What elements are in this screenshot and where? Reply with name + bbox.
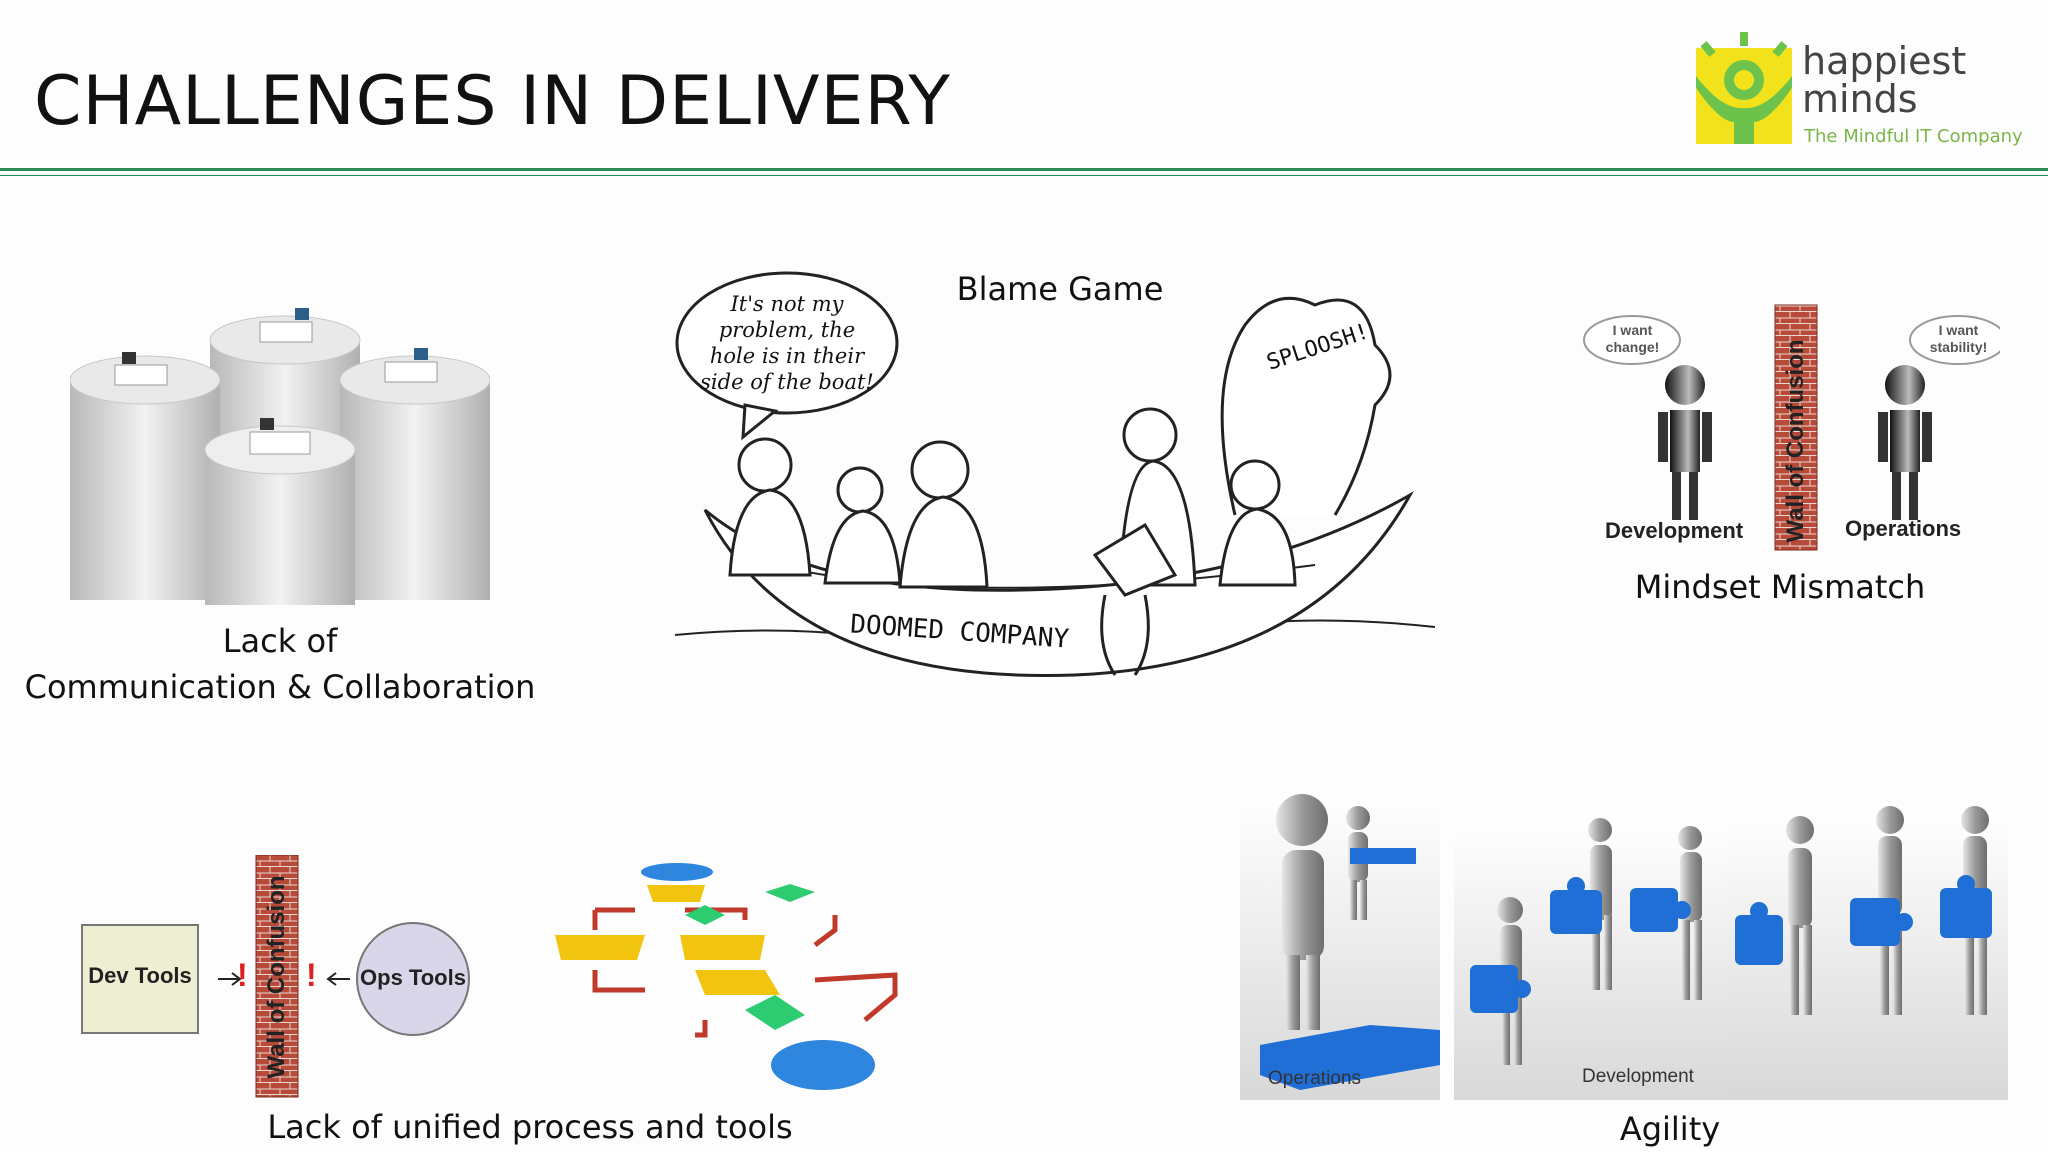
- silos-illustration: [69, 300, 491, 605]
- wall-label-mindset: Wall of Confusion: [1782, 339, 1809, 543]
- flowchart-icon: [555, 863, 898, 1090]
- flowchart-illustration: [555, 860, 915, 1100]
- alert-right-icon: !: [306, 957, 317, 993]
- dev-tools-box: Dev Tools: [88, 963, 192, 988]
- caption-process: Lack of unified process and tools: [267, 1108, 793, 1146]
- boat-cartoon: It's not my problem, the hole is in thei…: [674, 265, 1450, 695]
- bubble-change: I want change!: [1605, 322, 1660, 355]
- label-agility-development: Development: [1582, 1066, 1694, 1087]
- tools-wall-illustration: Dev Tools Ops Tools Wall of Confusion ! …: [80, 854, 480, 1100]
- logo-line2: minds: [1802, 77, 1918, 121]
- speech-bubble-text: It's not my problem, the hole is in thei…: [700, 292, 874, 394]
- company-logo: happiest minds The Mindful IT Company: [1682, 30, 2032, 150]
- tools-wall-icon: [81, 854, 470, 1098]
- label-operations: Operations: [1845, 516, 1962, 541]
- caption-communication-line2: Communication & Collaboration: [24, 668, 536, 706]
- caption-communication-line1: Lack of: [222, 622, 338, 660]
- title-divider-thin: [0, 175, 2048, 176]
- agility-illustration: Operations Development: [1240, 790, 2008, 1100]
- label-agility-operations: Operations: [1268, 1068, 1361, 1089]
- wall-between-teams-icon: [1583, 304, 2007, 551]
- caption-blame-game: Blame Game: [956, 270, 1164, 308]
- puzzle-teams-icon: [1240, 790, 2008, 1100]
- title-divider: [0, 168, 2048, 171]
- caption-agility: Agility: [1619, 1110, 1721, 1148]
- slide-title: CHALLENGES IN DELIVERY: [34, 62, 951, 141]
- wall-label-tools: Wall of Confusion: [263, 875, 290, 1079]
- label-development: Development: [1605, 518, 1744, 543]
- bubble-stability: I want stability!: [1929, 322, 1988, 355]
- office-silos-icon: [69, 308, 491, 605]
- logo-tagline: The Mindful IT Company: [1804, 126, 2023, 147]
- alert-left-icon: !: [237, 957, 248, 993]
- caption-mindset: Mindset Mismatch: [1634, 568, 1926, 606]
- logo-mark-icon: [1696, 32, 1792, 144]
- ops-tools-circle: Ops Tools: [360, 965, 466, 990]
- logo-line1: happiest: [1802, 39, 1967, 83]
- mindset-illustration: I want change! I want stability! Wall of…: [1580, 300, 2007, 560]
- sinking-boat-icon: [674, 271, 1436, 678]
